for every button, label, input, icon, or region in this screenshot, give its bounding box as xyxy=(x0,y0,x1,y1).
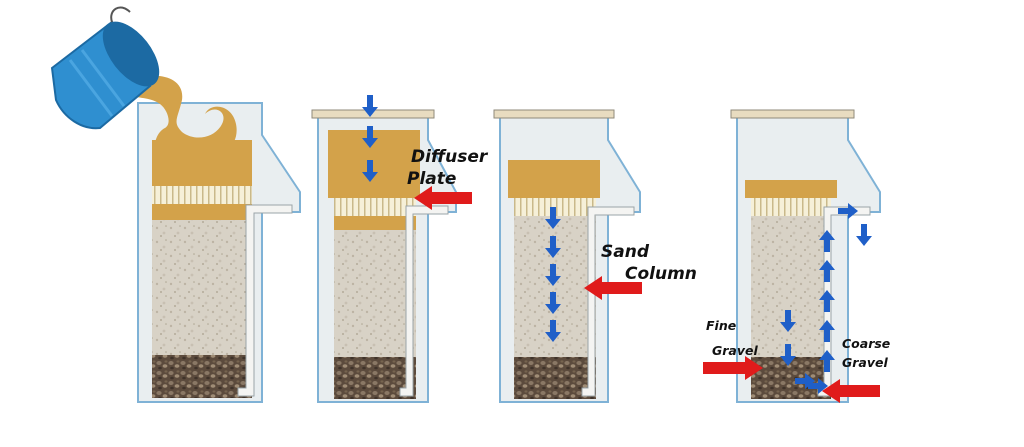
label-sand: Sand xyxy=(601,242,650,262)
diffuser-plate xyxy=(751,198,831,216)
pointer-arrow-icon xyxy=(584,276,642,300)
outlet-pipe xyxy=(399,205,449,397)
filter-stage-2: Diffuser Plate xyxy=(311,95,489,403)
water-layer xyxy=(152,204,252,220)
label-gravel-fine: Gravel xyxy=(712,343,758,358)
up-arrow-icon xyxy=(819,320,835,342)
water-layer xyxy=(745,180,837,198)
down-arrow-icon xyxy=(362,95,378,117)
water-layer xyxy=(508,160,600,198)
pointer-arrow-icon xyxy=(822,379,880,403)
filter-stage-3: Sand Column xyxy=(493,109,697,403)
outlet-pipe xyxy=(581,206,635,397)
right-arrow-icon xyxy=(795,373,815,389)
pour-stream xyxy=(130,75,237,158)
label-diffuser: Diffuser xyxy=(411,147,489,167)
lid xyxy=(493,109,615,119)
diffuser-plate xyxy=(334,198,416,216)
sand-layer xyxy=(152,220,252,355)
label-column: Column xyxy=(625,264,697,284)
label-coarse: Coarse xyxy=(842,336,890,351)
down-arrow-icon xyxy=(545,207,561,229)
down-arrow-icon xyxy=(780,344,796,366)
pointer-arrow-icon xyxy=(414,186,472,210)
gravel-layer xyxy=(152,355,252,398)
down-arrow-icon xyxy=(362,126,378,148)
filter-stage-1 xyxy=(50,6,301,403)
right-arrow-icon xyxy=(808,378,828,394)
down-arrow-icon xyxy=(545,236,561,258)
right-arrow-icon xyxy=(838,203,858,219)
diffuser-plate xyxy=(152,186,252,204)
up-arrow-icon xyxy=(819,350,835,372)
down-arrow-icon xyxy=(780,310,796,332)
down-arrow-icon xyxy=(856,224,872,246)
lid xyxy=(730,109,855,119)
down-arrow-icon xyxy=(545,292,561,314)
sand-layer xyxy=(334,230,416,357)
label-fine: Fine xyxy=(706,318,736,333)
down-arrow-icon xyxy=(545,320,561,342)
label-plate: Plate xyxy=(407,169,456,189)
up-arrow-icon xyxy=(819,230,835,252)
filter-stage-4: Fine Gravel Coarse Gravel xyxy=(703,109,890,403)
bucket-icon xyxy=(50,6,160,130)
up-arrow-icon xyxy=(819,260,835,282)
sand-layer xyxy=(751,216,831,357)
water-layer xyxy=(334,216,416,230)
down-arrow-icon xyxy=(545,264,561,286)
down-arrow-icon xyxy=(362,160,378,182)
outlet-pipe xyxy=(237,204,293,397)
pointer-arrow-icon xyxy=(703,356,763,380)
label-gravel-coarse: Gravel xyxy=(842,355,888,370)
up-arrow-icon xyxy=(819,290,835,312)
